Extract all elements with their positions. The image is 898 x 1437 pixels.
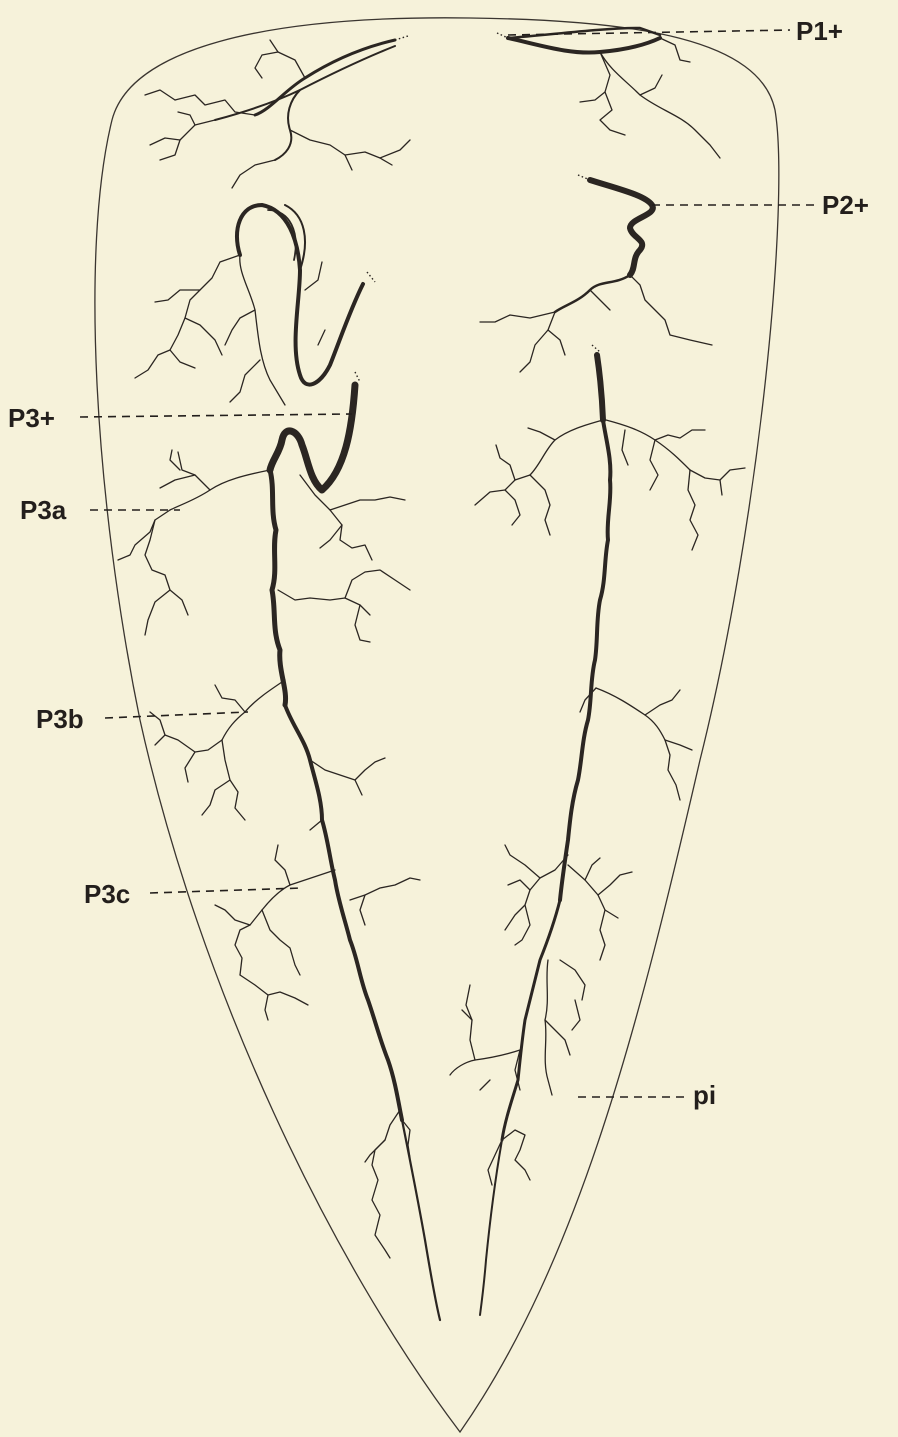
leader-p3b — [105, 712, 248, 718]
p3-left-trunk — [118, 450, 440, 1320]
p3-loop-branch — [135, 205, 375, 405]
label-p3-text: P3+ — [8, 403, 55, 433]
label-p2: P2+ — [652, 190, 869, 220]
label-p3a: P3a — [20, 495, 180, 525]
label-p3c-text: P3c — [84, 879, 130, 909]
p3-hook — [270, 372, 360, 490]
label-p3c: P3c — [84, 879, 302, 909]
label-pi-text: pi — [693, 1080, 716, 1110]
label-p1: P1+ — [508, 16, 843, 46]
label-p3b-text: P3b — [36, 704, 84, 734]
label-p3a-text: P3a — [20, 495, 67, 525]
body-outline — [95, 18, 779, 1432]
p1-right-branch — [497, 28, 720, 158]
label-pi: pi — [578, 1080, 716, 1110]
p1-left-branch — [145, 36, 410, 188]
label-p3: P3+ — [8, 403, 352, 433]
label-p1-text: P1+ — [796, 16, 843, 46]
leader-p3 — [80, 414, 352, 417]
p2-branch — [480, 175, 712, 372]
label-p2-text: P2+ — [822, 190, 869, 220]
p3-right-trunk — [450, 345, 745, 1315]
